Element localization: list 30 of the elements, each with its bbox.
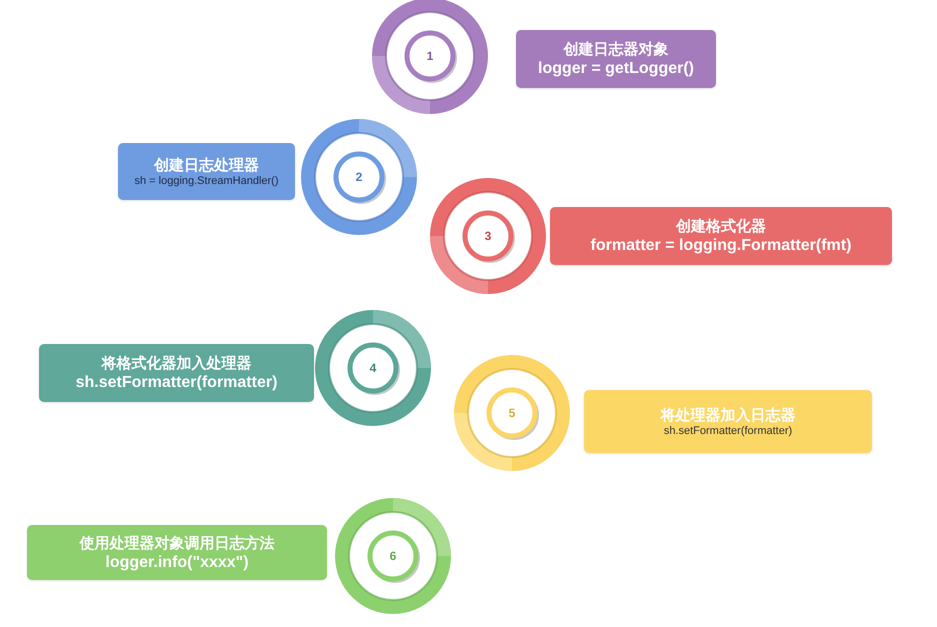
step-ring: [372, 0, 488, 114]
code-text: sh.setFormatter(formatter): [76, 373, 278, 393]
step-number: 5: [508, 406, 516, 420]
step-number: 4: [370, 361, 376, 375]
step-number: 1: [426, 49, 434, 63]
step-box: [27, 525, 327, 580]
step-number: 2: [356, 170, 362, 184]
step-number: 3: [484, 229, 492, 243]
code-text: sh = logging.StreamHandler(): [134, 175, 278, 188]
step-title: 创建格式化器: [676, 216, 766, 236]
step-box: [39, 344, 314, 402]
step-title: 创建日志器对象: [564, 39, 668, 59]
step-title: 创建日志处理器: [154, 155, 259, 175]
step-box: [550, 207, 892, 265]
step-ring: [430, 178, 546, 294]
step-ring: [301, 119, 417, 235]
step-ring: [335, 498, 451, 614]
step-ring: [315, 310, 431, 426]
code-text: sh.setFormatter(formatter): [664, 425, 792, 438]
code-text: logger = getLogger(): [538, 59, 694, 79]
code-text: logger.info("xxxx"): [105, 552, 249, 572]
step-box: [584, 390, 872, 453]
code-text: formatter = logging.Formatter(fmt): [590, 236, 852, 256]
step-box: [118, 143, 295, 200]
step-title: 将格式化器加入处理器: [102, 353, 252, 373]
step-title: 使用处理器对象调用日志方法: [80, 532, 274, 552]
step-number: 6: [390, 549, 396, 563]
step-box: [516, 30, 716, 88]
step-ring: [454, 355, 570, 471]
step-title: 将处理器加入日志器: [660, 405, 796, 425]
